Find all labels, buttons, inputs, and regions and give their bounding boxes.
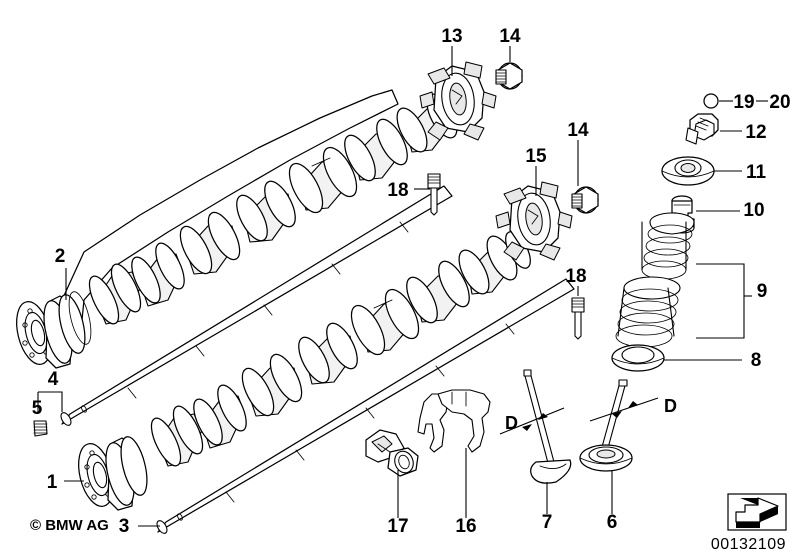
copyright-text: © BMW AG <box>30 517 109 534</box>
callout-15: 15 <box>525 146 547 167</box>
callout-7: 7 <box>542 512 553 533</box>
callout-13: 13 <box>441 26 462 47</box>
valve-7 <box>523 369 572 484</box>
callout-3: 3 <box>119 516 130 537</box>
callout-6: 6 <box>607 512 618 533</box>
callout-1: 1 <box>47 472 58 493</box>
cam-lobes-upper <box>88 89 473 325</box>
dimension-label-d-right: D <box>664 396 677 416</box>
callout-14-lower: 14 <box>567 120 589 141</box>
callout-18-upper: 18 <box>387 180 408 201</box>
dimension-marker-d-left: D <box>499 407 565 435</box>
callout-16: 16 <box>455 516 476 537</box>
wire-clip-16 <box>417 389 491 453</box>
part-number: 00132109 <box>711 536 786 553</box>
rocker-shaft-upper <box>60 185 453 426</box>
callout-10: 10 <box>743 200 764 221</box>
callout-20: 20 <box>769 92 790 113</box>
callout-14-upper: 14 <box>499 26 521 47</box>
spring-retainer-11 <box>661 156 715 186</box>
leader-4 <box>38 391 63 412</box>
valve-spring-inner <box>641 212 695 280</box>
ball-19-20 <box>703 93 719 109</box>
callout-12: 12 <box>745 122 766 143</box>
rocker-lever-17 <box>365 429 419 477</box>
callout-11: 11 <box>746 162 767 183</box>
sensor-wheel-13 <box>419 61 497 141</box>
sensor-wheel-15 <box>495 181 573 261</box>
spring-seat-8 <box>611 344 665 372</box>
callout-18-lower: 18 <box>565 266 586 287</box>
set-screw-5 <box>33 420 48 437</box>
callout-4: 4 <box>48 369 59 390</box>
view-direction-arrow <box>727 493 787 531</box>
camshaft-lower <box>78 231 531 511</box>
bracket-9 <box>696 263 745 339</box>
cam-lobes-lower <box>150 231 531 467</box>
callout-19: 19 <box>733 92 754 113</box>
camshaft-upper <box>16 89 473 369</box>
dimension-label-d-left: D <box>505 413 518 433</box>
bolt-14-lower <box>571 186 599 214</box>
callout-9: 9 <box>757 281 768 302</box>
callout-8: 8 <box>751 350 762 371</box>
valve-collet-12 <box>685 113 719 145</box>
valve-spring-outer <box>615 276 681 348</box>
bolt-18-upper <box>427 173 441 216</box>
callout-17: 17 <box>387 516 408 537</box>
bolt-14-upper <box>495 62 523 90</box>
callout-2: 2 <box>55 246 66 267</box>
rocker-shaft-lower <box>156 278 575 534</box>
callout-5: 5 <box>32 398 43 419</box>
valve-6 <box>579 379 633 472</box>
bolt-18-lower <box>571 297 585 340</box>
dimension-marker-d-right: D <box>589 396 677 422</box>
